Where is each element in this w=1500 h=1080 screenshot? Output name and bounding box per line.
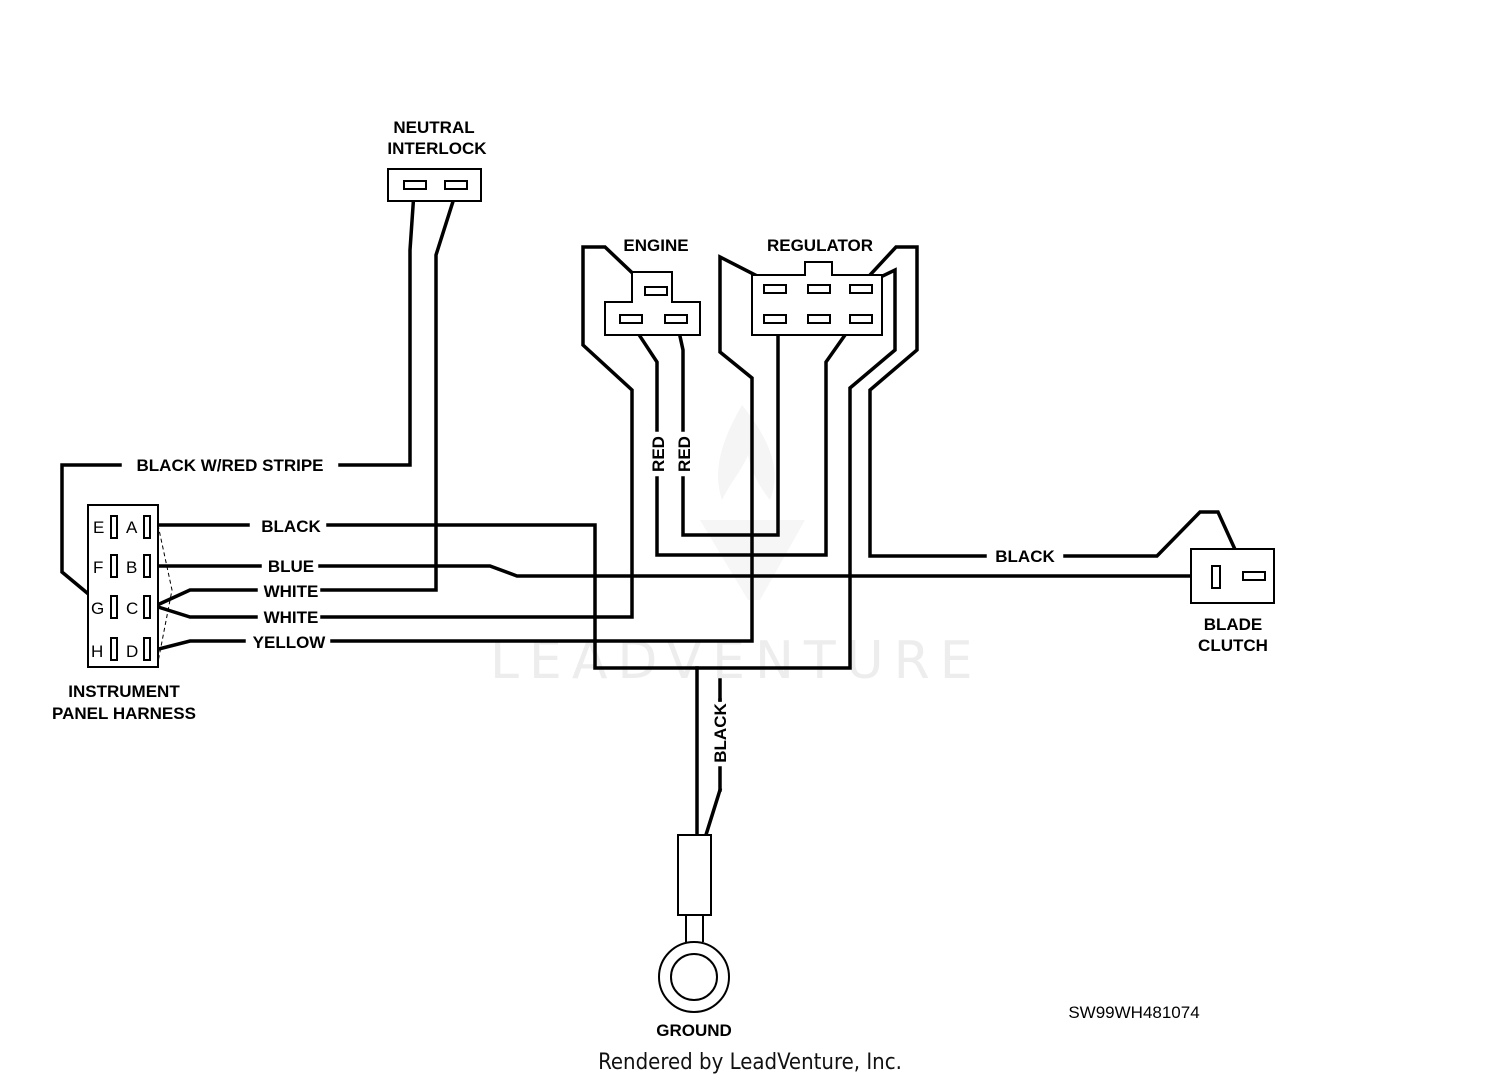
part-number: SW99WH481074 <box>1068 1003 1199 1022</box>
harness-pin-d: D <box>126 642 138 661</box>
engine-label: ENGINE <box>623 236 688 255</box>
wire-black-clutch <box>855 245 987 558</box>
wire-yellow-right <box>330 254 768 643</box>
harness-pin-g: G <box>91 599 104 618</box>
wire-label-blue: BLUE <box>268 557 314 576</box>
wire-label-black-a: BLACK <box>261 517 321 536</box>
harness-pin-b: B <box>126 558 137 577</box>
wire-regulator-ground <box>695 267 897 670</box>
wire-white-c2 <box>152 603 258 619</box>
instrument-label-2: PANEL HARNESS <box>52 704 196 723</box>
wire-black-red-stripe-left <box>60 463 122 600</box>
wire-red-2-bottom <box>681 316 780 537</box>
ground-eyelet-icon <box>658 834 730 1013</box>
wire-label-red-2: RED <box>675 436 694 472</box>
neutral-interlock-switch <box>387 168 482 202</box>
wire-white-interlock <box>320 189 459 592</box>
blade-clutch-label-2: CLUTCH <box>1198 636 1268 655</box>
wire-label-white-2: WHITE <box>264 608 319 627</box>
wire-label-yellow: YELLOW <box>253 633 327 652</box>
wire-label-red-1: RED <box>649 436 668 472</box>
harness-pin-a: A <box>126 518 138 537</box>
wire-black-a-right <box>326 523 699 840</box>
instrument-panel-harness-connector <box>87 504 173 668</box>
neutral-interlock-label-1: NEUTRAL <box>393 118 474 137</box>
wire-label-black-red-stripe: BLACK W/RED STRIPE <box>137 456 324 475</box>
harness-pin-h: H <box>91 642 103 661</box>
engine-connector <box>604 271 701 336</box>
blade-clutch-connector <box>1190 548 1275 604</box>
credit-text: Rendered by LeadVenture, Inc. <box>598 1050 902 1075</box>
wire-white-c1 <box>152 588 258 609</box>
blade-clutch-label-1: BLADE <box>1204 615 1263 634</box>
wire-label-black-clutch: BLACK <box>995 547 1055 566</box>
harness-pin-f: F <box>93 558 103 577</box>
ground-label: GROUND <box>656 1021 732 1040</box>
wire-label-white-1: WHITE <box>264 582 319 601</box>
wire-red-1-bottom <box>655 315 860 557</box>
regulator-connector <box>751 261 883 336</box>
harness-pin-c: C <box>126 599 138 618</box>
wire-white-engine <box>320 245 648 619</box>
wire-black-ground <box>702 787 723 841</box>
wire-label-black-ground: BLACK <box>711 703 730 763</box>
regulator-label: REGULATOR <box>767 236 873 255</box>
neutral-interlock-label-2: INTERLOCK <box>387 139 487 158</box>
wire-yellow <box>152 639 246 653</box>
wire-black-red-stripe <box>338 190 416 467</box>
wire-blue-right <box>318 564 1214 578</box>
instrument-label-1: INSTRUMENT <box>68 682 180 701</box>
harness-pin-e: E <box>93 518 104 537</box>
